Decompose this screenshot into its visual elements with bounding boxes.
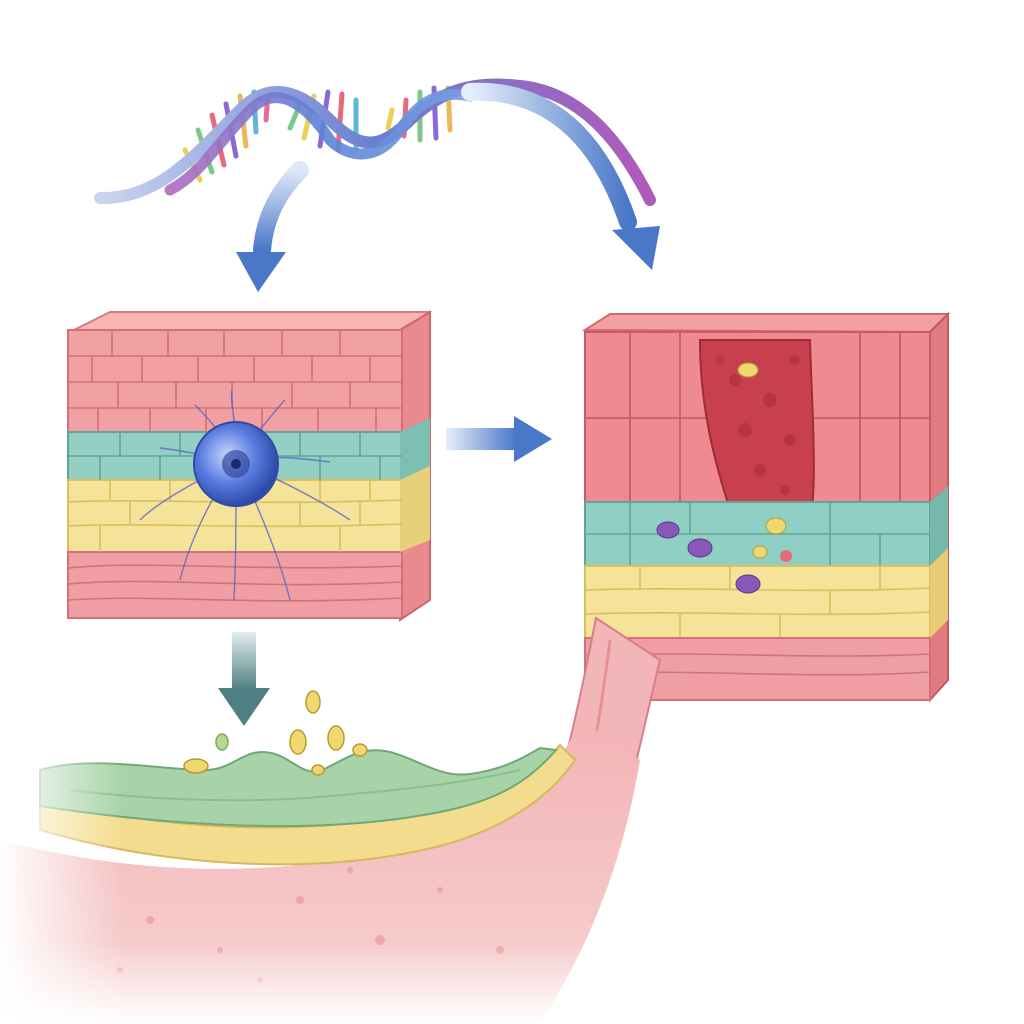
normal-tissue-block <box>67 310 432 622</box>
dna-strand-1 <box>94 78 656 206</box>
arrow-dna-to-damaged-tissue <box>461 82 660 270</box>
damaged-tissue-block <box>581 311 951 703</box>
arrow-dna-to-normal-tissue <box>236 161 309 292</box>
blue-cell <box>139 389 351 601</box>
dna-helix <box>94 78 656 206</box>
normal-tissue-cells <box>68 330 402 432</box>
damaged-particles <box>656 362 792 594</box>
arrow-normal-to-damaged <box>446 416 552 462</box>
dna-strand-2 <box>164 88 476 196</box>
mucosa-surface <box>0 616 1024 1024</box>
